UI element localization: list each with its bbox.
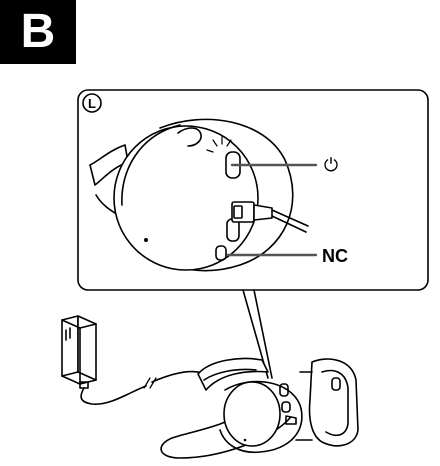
zoom-ear-cup (113, 118, 294, 272)
usb-ac-adapter (61, 315, 97, 389)
zoom-usb-plug (231, 201, 309, 233)
side-marker-letter: L (88, 96, 96, 111)
step-letter: B (20, 5, 56, 58)
headphones (197, 357, 359, 454)
power-icon: ⏻ (324, 155, 338, 176)
left-side-marker-icon: L (82, 93, 102, 113)
callout-pointer-right (253, 289, 273, 379)
indicator-light-rays (206, 136, 232, 153)
step-badge: B (0, 0, 76, 64)
nc-label: NC (322, 246, 348, 266)
usb-cable (80, 370, 291, 459)
